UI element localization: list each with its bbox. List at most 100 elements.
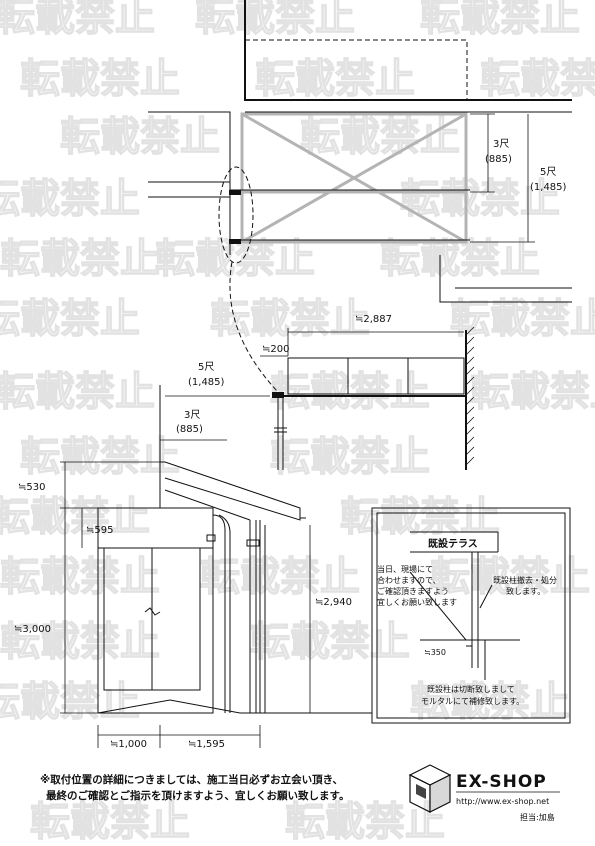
dim-elev-1595: ≒1,595 bbox=[188, 739, 225, 750]
watermark-text: 転載禁止 bbox=[60, 114, 220, 160]
watermark-text: 転載禁止 bbox=[255, 56, 415, 102]
detail-note-left-3: ご確認頂きますよう bbox=[377, 586, 449, 596]
wall-hatch bbox=[465, 446, 475, 456]
watermark-text: 転載禁止 bbox=[0, 176, 140, 222]
watermark-text: 転載禁止 bbox=[210, 296, 370, 342]
watermark-text: 転載禁止 bbox=[420, 0, 580, 40]
watermark-text: 転載禁止 bbox=[300, 114, 460, 160]
watermark-text: 転載禁止 bbox=[200, 554, 360, 600]
detail-note-left-2: 合わせますので、 bbox=[377, 575, 441, 585]
dim-side-2887: ≒2,887 bbox=[355, 314, 392, 325]
watermark-text: 転載禁止 bbox=[270, 369, 430, 415]
watermark-text: 転載禁止 bbox=[30, 799, 190, 842]
detail-dim-350: ≒350 bbox=[424, 648, 446, 657]
elev-gutter-pipe bbox=[212, 514, 226, 713]
dim-side-3shaku: 3尺 bbox=[184, 409, 200, 421]
detail-note-bottom-2: モルタルにて補修致します。 bbox=[421, 696, 524, 706]
wall-hatch bbox=[465, 456, 475, 466]
ex-cube-icon bbox=[408, 764, 452, 813]
dim-side-200: ≒200 bbox=[262, 344, 289, 355]
brand-url: http://www.ex-shop.net bbox=[456, 797, 549, 806]
elev-ground bbox=[97, 699, 372, 714]
detail-connector-curve bbox=[229, 261, 279, 393]
wall-hatch bbox=[465, 416, 475, 426]
watermark-text: 転載禁止 bbox=[340, 494, 500, 540]
wall-hatch bbox=[465, 346, 475, 356]
watermark-text: 転載禁止 bbox=[0, 369, 155, 415]
detail-note-right-2: 致します。 bbox=[506, 586, 545, 596]
elev-bracket bbox=[246, 539, 260, 547]
watermark-text: 転載禁止 bbox=[400, 176, 560, 222]
wall-hatch bbox=[465, 426, 475, 436]
dim-elev-530: ≒530 bbox=[18, 482, 45, 493]
wall-hatch bbox=[465, 386, 475, 396]
brand-logo-name: EX-SHOP bbox=[456, 772, 547, 792]
plan-post bbox=[229, 190, 241, 195]
side-view: ≒2,887 ≒200 5尺 (1,485) 3尺 (885) bbox=[160, 314, 475, 470]
dim-side-1485: (1,485) bbox=[188, 377, 225, 388]
plan-post bbox=[229, 239, 241, 244]
detail-leader bbox=[409, 571, 467, 641]
wall-hatch bbox=[465, 406, 475, 416]
dim-plan-3shaku: 3尺 bbox=[493, 138, 509, 150]
detail-title: 既設テラス bbox=[428, 537, 478, 550]
detail-frame-outer bbox=[371, 507, 571, 724]
detail-note-left-1: 当日、現場にて bbox=[377, 564, 433, 574]
dim-plan-1485: (1,485) bbox=[530, 182, 567, 193]
elev-door-mark bbox=[144, 607, 161, 616]
watermark-text: 転載禁止 bbox=[20, 434, 180, 480]
wall-hatch bbox=[465, 336, 475, 346]
wall-hatch bbox=[465, 326, 475, 336]
elev-door bbox=[103, 547, 201, 691]
wall-hatch bbox=[465, 366, 475, 376]
watermark-text: 転載禁止 bbox=[480, 56, 595, 102]
dim-elev-2940: ≒2,940 bbox=[315, 597, 352, 608]
dim-plan-885: (885) bbox=[485, 154, 512, 165]
dim-side-5shaku: 5尺 bbox=[198, 361, 214, 373]
watermark-text: 転載禁止 bbox=[0, 554, 160, 600]
footer: ※取付位置の詳細につきましては、施工当日必ずお立会い頂き、 最終のご確認とご指示… bbox=[40, 773, 349, 802]
watermark-text: 転載禁止 bbox=[0, 296, 140, 342]
wall-hatch bbox=[465, 376, 475, 386]
detail-note-bottom-1: 既設柱は切断致しまして bbox=[427, 684, 515, 694]
watermark-text: 転載禁止 bbox=[0, 236, 160, 282]
plan-terrace-frame bbox=[240, 112, 468, 244]
watermark-text: 転載禁止 bbox=[250, 619, 410, 665]
watermark-text: 転載禁止 bbox=[0, 494, 150, 540]
watermark-text: 転載禁止 bbox=[0, 619, 160, 665]
dim-elev-3000: ≒3,000 bbox=[14, 624, 51, 635]
detail-note-right-1: 既設柱撤去・処分 bbox=[493, 575, 557, 585]
elev-roof-inner bbox=[164, 489, 251, 521]
elevation-view: ≒530 ≒595 ≒3,000 ≒2,940 ≒1,000 ≒1,595 bbox=[14, 385, 372, 750]
detail-frame-inner bbox=[376, 512, 566, 719]
dim-side-885: (885) bbox=[176, 424, 203, 435]
plan-view: 3尺 (885) 5尺 (1,485) bbox=[148, 0, 572, 303]
detail-box: 既設テラス 当日、現場にて 合わせますので、 ご確認頂きますよう 宜しくお願い致… bbox=[371, 507, 571, 724]
wall-hatch bbox=[465, 436, 475, 446]
wall-hatch bbox=[465, 356, 475, 366]
brand-block: EX-SHOP http://www.ex-shop.net 担当:加島 bbox=[408, 764, 560, 822]
plan-terrace-brace bbox=[241, 112, 467, 244]
watermark-text: 転載禁止 bbox=[470, 369, 595, 415]
watermark-text: 転載禁止 bbox=[0, 679, 140, 725]
dim-elev-595: ≒595 bbox=[86, 525, 113, 536]
detail-note-left-4: 宜しくお願い致します bbox=[377, 597, 457, 607]
watermark-text: 転載禁止 bbox=[195, 0, 355, 40]
plan-house-outline bbox=[244, 0, 572, 101]
plan-dashed-area bbox=[245, 39, 468, 100]
plan-left-wall bbox=[148, 111, 231, 255]
wall-hatch bbox=[465, 396, 475, 406]
watermark-text: 転載禁止 bbox=[285, 799, 445, 842]
side-post-cap bbox=[272, 392, 284, 398]
elev-roof-end bbox=[299, 508, 306, 519]
elev-terrace-post bbox=[259, 520, 266, 713]
plan-highlight-ellipse bbox=[218, 166, 254, 264]
elev-bracket bbox=[206, 534, 216, 542]
dim-elev-1000: ≒1,000 bbox=[110, 739, 147, 750]
watermark-text: 転載禁止 bbox=[0, 0, 155, 40]
detail-leader bbox=[479, 584, 493, 609]
elev-house-body bbox=[97, 507, 214, 714]
